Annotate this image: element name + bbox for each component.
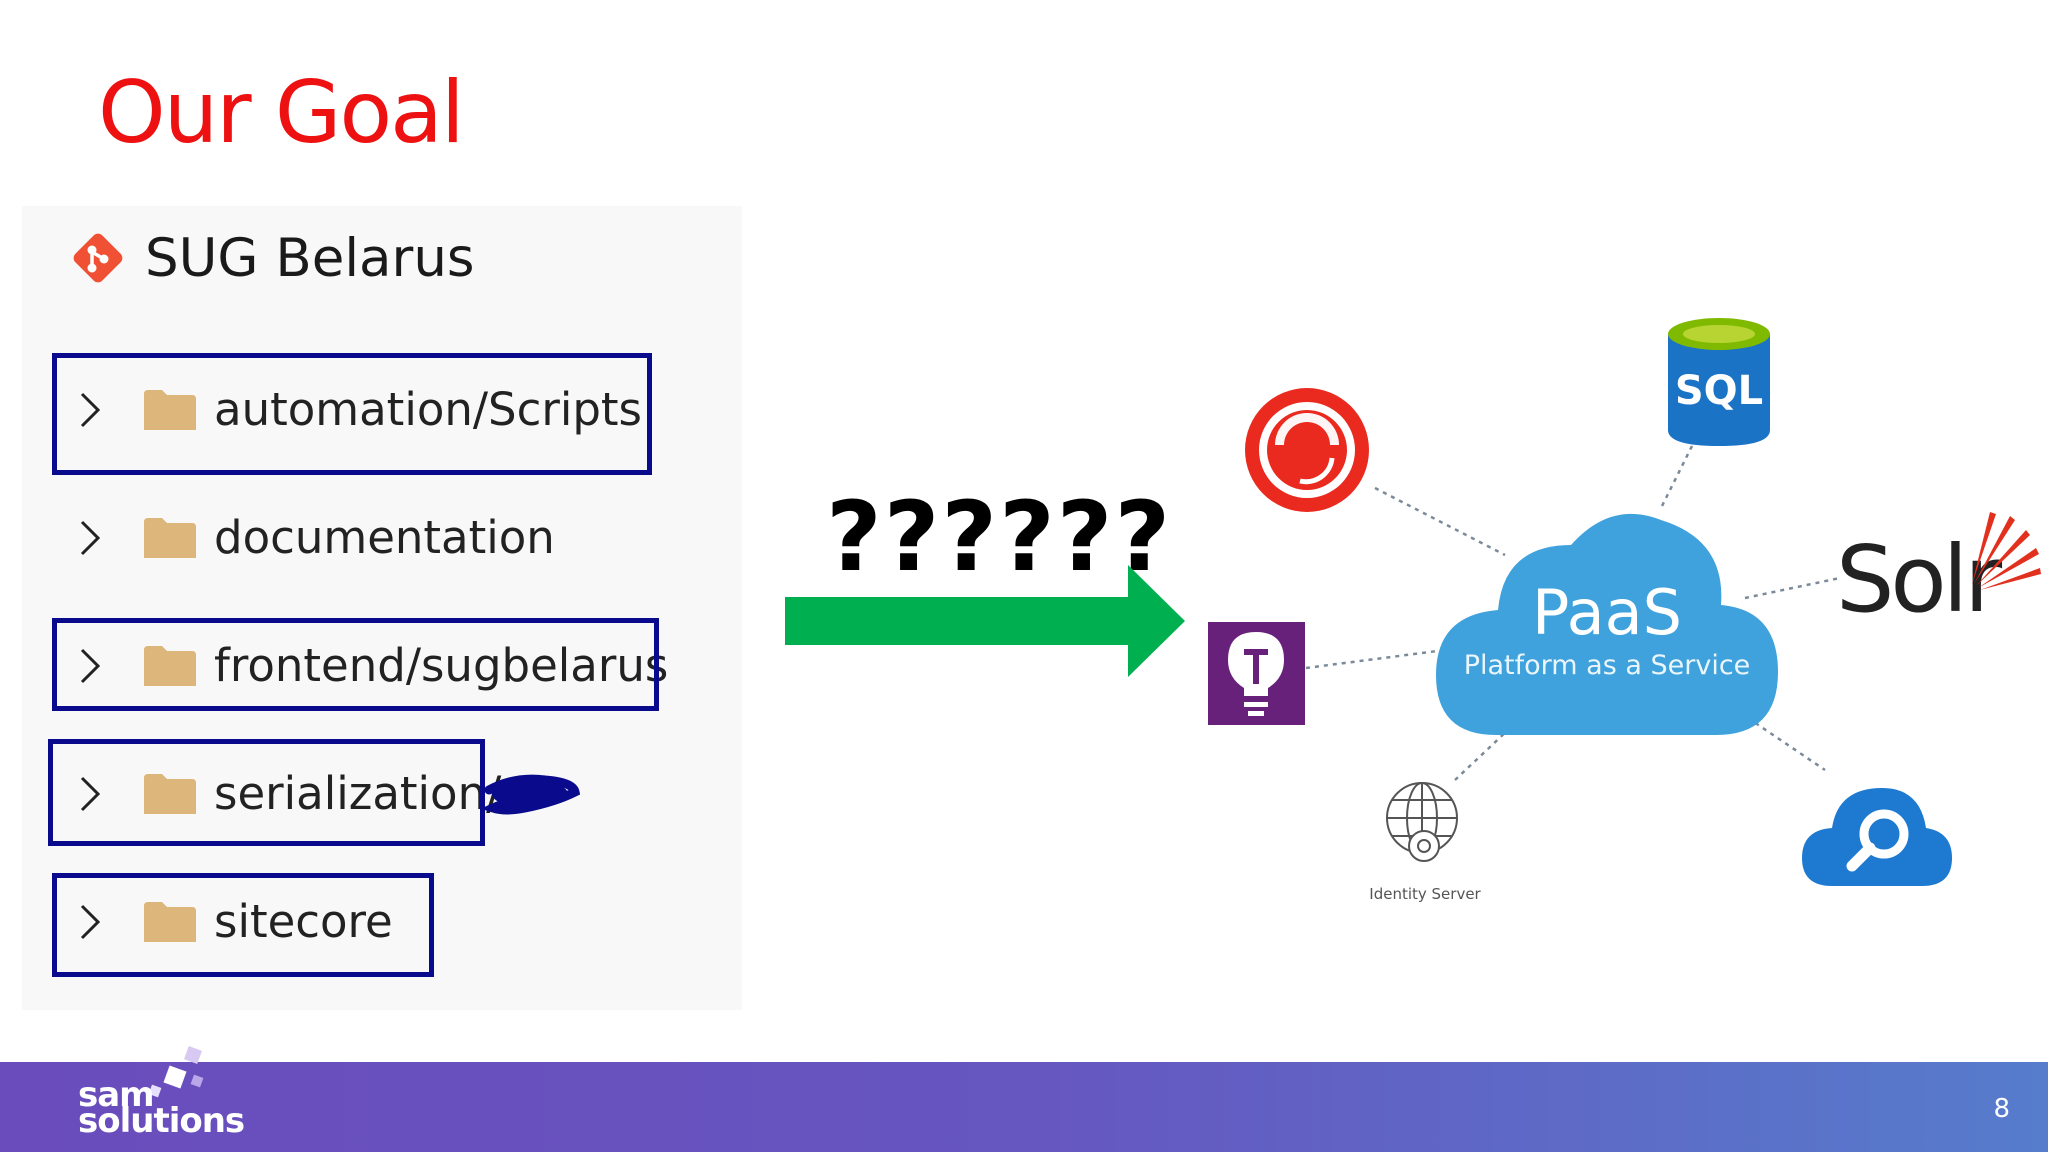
logo-text: solutions (78, 1101, 245, 1141)
application-insights-icon (1208, 622, 1305, 725)
git-icon (73, 233, 123, 283)
folder-label: automation/Scripts (214, 383, 643, 436)
folder-row-automation[interactable]: automation/Scripts (78, 380, 642, 440)
logo-cubes-icon (148, 1046, 204, 1098)
chevron-right-icon[interactable] (78, 774, 104, 814)
folder-row-serialization[interactable]: serialization/ (78, 764, 501, 824)
slide-title: Our Goal (98, 63, 465, 163)
logo-text: sam (78, 1075, 155, 1115)
arrow-right-icon (785, 565, 1185, 677)
highlight-box (52, 618, 659, 711)
folder-row-sitecore[interactable]: sitecore (78, 892, 393, 952)
chevron-right-icon[interactable] (78, 646, 104, 686)
folder-icon (144, 646, 196, 686)
folder-label: documentation (214, 511, 555, 564)
highlight-box (52, 353, 652, 475)
page-number: 8 (1993, 1094, 2010, 1124)
solr-icon (1972, 512, 2041, 590)
sql-database-icon (1668, 318, 1770, 446)
sitecore-icon (1245, 388, 1369, 512)
chevron-right-icon[interactable] (78, 902, 104, 942)
redaction-scribble (485, 774, 580, 815)
chevron-right-icon[interactable] (78, 518, 104, 558)
lightbulb-icon (1228, 632, 1284, 716)
solr-label: Solr (1836, 526, 2002, 633)
identity-server-icon (1386, 782, 1458, 862)
identity-server-label: Identity Server (1369, 885, 1481, 903)
highlight-box (48, 739, 485, 846)
footer-bar (0, 1062, 2048, 1152)
question-marks: ?????? (826, 481, 1173, 593)
folder-icon (144, 518, 196, 558)
folder-row-frontend[interactable]: frontend/sugbelarus (78, 636, 668, 696)
azure-search-icon (1802, 788, 1952, 886)
paas-cloud-icon (1436, 513, 1778, 735)
folder-label: serialization/ (214, 767, 502, 820)
highlight-box (52, 873, 434, 977)
repo-name: SUG Belarus (145, 228, 475, 289)
folder-row-documentation[interactable]: documentation (78, 508, 555, 568)
folder-label: sitecore (214, 895, 393, 948)
sql-label: SQL (1674, 368, 1764, 414)
folder-icon (144, 774, 196, 814)
folder-label: frontend/sugbelarus (214, 639, 669, 692)
paas-subtitle: Platform as a Service (1463, 650, 1751, 681)
chevron-right-icon[interactable] (78, 390, 104, 430)
paas-title: PaaS (1532, 576, 1682, 649)
folder-icon (144, 902, 196, 942)
folder-icon (144, 390, 196, 430)
